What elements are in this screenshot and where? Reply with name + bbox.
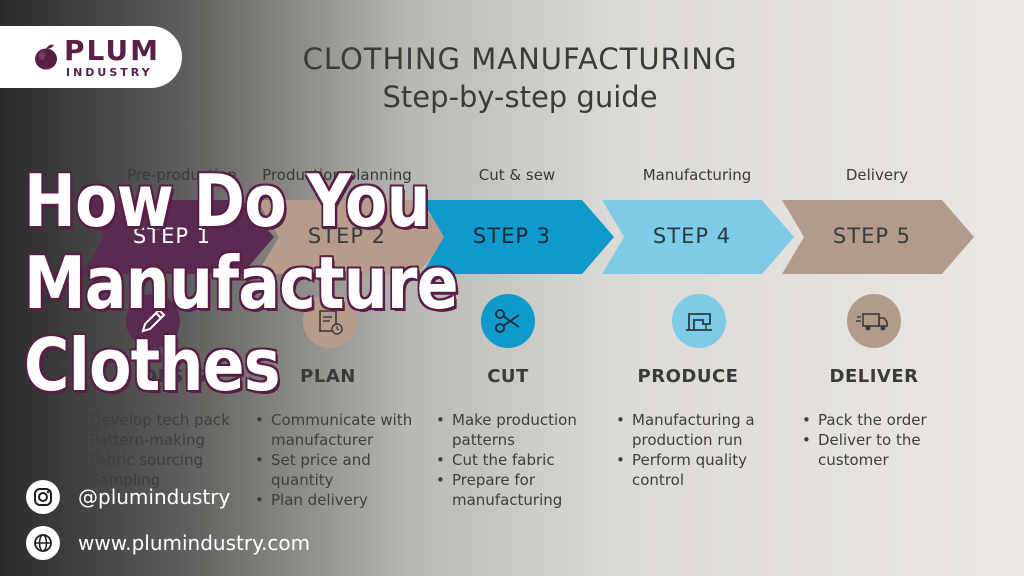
- bullet-item: Manufacturing a production run: [614, 410, 789, 450]
- website-url: www.plumindustry.com: [78, 531, 311, 555]
- step-arrow-label-5: STEP 5: [832, 224, 912, 248]
- step-arrow-5: STEP 5: [782, 200, 974, 274]
- bullet-item: Perform quality control: [614, 450, 789, 490]
- bullet-item: Deliver to the customer: [800, 430, 975, 470]
- pencil-icon: [126, 294, 180, 348]
- step-name-4: PRODUCE: [637, 366, 739, 387]
- bullet-item: Cut the fabric: [434, 450, 609, 470]
- logo-badge[interactable]: PLUM INDUSTRY: [0, 26, 182, 88]
- headline-line-1: How Do You: [24, 159, 431, 243]
- logo-word: PLUM: [64, 34, 160, 67]
- infographic-title: CLOTHING MANUFACTURING Step-by-step guid…: [250, 42, 790, 116]
- step-bullets-3: Make production patterns Cut the fabric …: [434, 410, 609, 510]
- scissors-icon: [481, 294, 535, 348]
- bullet-item: Sampling: [72, 470, 247, 490]
- title-line-1: CLOTHING MANUFACTURING: [302, 42, 738, 76]
- sewing-machine-icon: [672, 294, 726, 348]
- website-link[interactable]: www.plumindustry.com: [26, 526, 356, 562]
- phase-label-4: Manufacturing: [642, 166, 752, 184]
- phase-label-5: Delivery: [845, 166, 909, 184]
- plum-icon: [35, 44, 57, 70]
- step-name-1: DESIGN: [142, 366, 222, 387]
- bullet-item: Set price and quantity: [253, 450, 428, 490]
- clipboard-clock-icon: [303, 294, 357, 348]
- instagram-handle: @plumindustry: [78, 485, 231, 509]
- headline-overlay: How Do You Manufacture Clothes: [24, 159, 459, 407]
- step-arrow-1: STEP 1: [82, 200, 274, 274]
- step-bullets-1: Develop tech pack Pattern-making Fabric …: [72, 410, 247, 490]
- step-bullets-5: Pack the order Deliver to the customer: [800, 410, 975, 470]
- step-arrow-3: STEP 3: [422, 200, 614, 274]
- step-bullets-2: Communicate with manufacturer Set price …: [253, 410, 428, 510]
- title-line-2: Step-by-step guide: [382, 80, 658, 114]
- step-arrow-label-2: STEP 2: [307, 224, 387, 248]
- step-arrow-label-1: STEP 1: [132, 224, 212, 248]
- bullet-item: Communicate with manufacturer: [253, 410, 428, 450]
- phase-label-1: Pre-production: [127, 166, 237, 184]
- globe-icon: [26, 526, 60, 560]
- phase-label-3: Cut & sew: [478, 166, 556, 184]
- step-name-2: PLAN: [300, 366, 356, 387]
- step-name-5: DELIVER: [829, 366, 919, 387]
- bullet-item: Pattern-making: [72, 430, 247, 450]
- step-bullets-4: Manufacturing a production run Perform q…: [614, 410, 789, 490]
- headline-line-2: Manufacture: [24, 241, 459, 325]
- step-name-3: CUT: [487, 366, 529, 387]
- step-arrow-label-3: STEP 3: [472, 224, 552, 248]
- headline-line-3: Clothes: [24, 323, 281, 407]
- bullet-item: Develop tech pack: [72, 410, 247, 430]
- bullet-item: Pack the order: [800, 410, 975, 430]
- instagram-link[interactable]: @plumindustry: [26, 480, 356, 516]
- logo-subtitle: INDUSTRY: [66, 66, 153, 79]
- bullet-item: Prepare for manufacturing: [434, 470, 609, 510]
- step-arrow-2: STEP 2: [257, 200, 449, 274]
- instagram-icon: [26, 480, 60, 514]
- bullet-item: Plan delivery: [253, 490, 428, 510]
- step-arrow-label-4: STEP 4: [652, 224, 732, 248]
- phase-label-2: Production planning: [262, 166, 412, 184]
- bullet-item: Fabric sourcing: [72, 450, 247, 470]
- step-arrow-4: STEP 4: [602, 200, 794, 274]
- delivery-truck-icon: [847, 294, 901, 348]
- bullet-item: Make production patterns: [434, 410, 609, 450]
